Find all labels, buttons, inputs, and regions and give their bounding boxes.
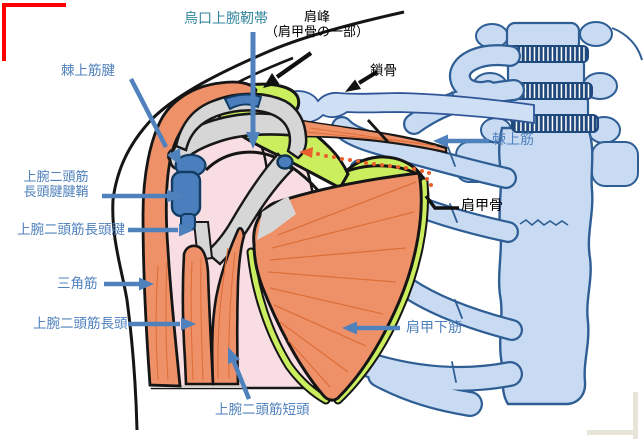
label-acromion: 肩峰 （肩甲骨の一部） [262,10,372,40]
arrow-supraspinatus-tendon [128,77,181,166]
subscapularis-muscle [252,171,423,402]
label-scapula: 肩甲骨 [461,198,503,214]
dotted-direction-arrow [299,147,433,187]
arrow-clavicle [345,70,379,92]
red-corner-marker [2,3,66,61]
label-arrows-blue [102,32,489,400]
arrow-supraspinatus [433,134,489,148]
spine-column [455,21,643,406]
label-biceps-sheath: 上腕二頭筋 長頭腱腱鞘 [10,170,102,200]
label-supraspinatus-tendon: 棘上筋腱 [61,63,115,79]
label-acromion-line2: （肩甲骨の一部） [264,24,369,40]
arrow-short-head [228,347,252,400]
arrow-deltoid [104,277,154,291]
label-biceps-long-head: 上腕二頭筋長頭 [33,316,128,332]
scapula-lateral-border [246,177,429,405]
clavicle-bone [280,90,535,125]
supraspinatus-band [167,112,448,170]
label-acromion-line1: 肩峰 [303,10,330,25]
label-clavicle: 鎖骨 [370,63,397,79]
arrow-long-head-tendon [128,223,194,237]
arrow-coracohumeral-ligament [246,32,260,149]
intervertebral-discs [505,45,599,133]
arrow-acromion [263,51,313,88]
biceps-long-head-muscle [181,244,215,386]
label-arrows-black [263,51,459,210]
arrow-sheath [102,189,182,203]
label-supraspinatus: 棘上筋 [492,132,534,148]
label-biceps-sheath-line2: 長頭腱腱鞘 [23,184,89,200]
deltoid-muscle [141,80,258,388]
glenoid-attachment-dot [276,154,294,170]
label-biceps-sheath-line1: 上腕二頭筋 [23,170,89,185]
leader-scapula [424,194,459,210]
label-coracohumeral-ligament: 烏口上腕靭帯 [184,11,268,27]
label-subscapularis: 肩甲下筋 [406,320,462,336]
label-biceps-long-head-tendon: 上腕二頭筋長頭腱 [17,222,125,238]
arrow-long-head [128,317,196,331]
label-biceps-short-head: 上腕二頭筋短頭 [215,402,310,418]
arrow-subscapularis [342,321,400,335]
biceps-short-head-muscle [210,226,246,386]
spine-slab [497,126,594,406]
biceps-long-head-tendon-path [192,152,294,266]
biceps-muscles [181,226,246,386]
label-deltoid: 三角筋 [57,276,98,292]
beige-corner-marker [587,392,638,439]
